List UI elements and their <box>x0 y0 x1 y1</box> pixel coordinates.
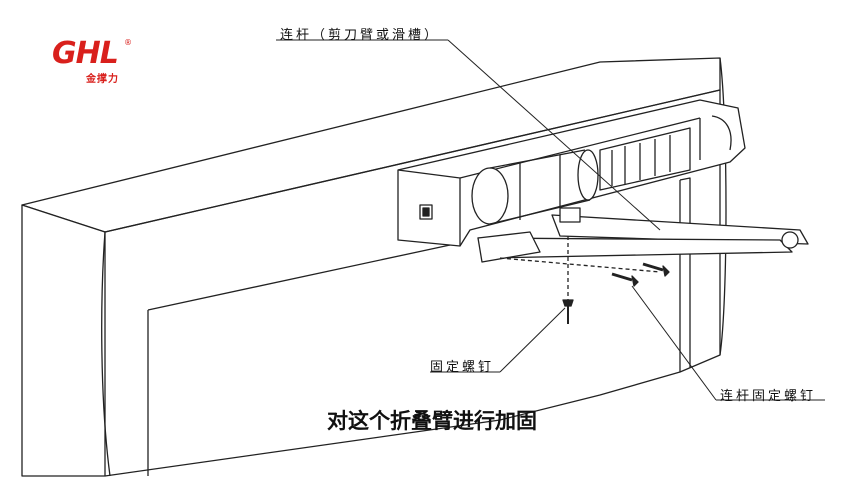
linkage-screw-2 <box>642 262 670 277</box>
mounting-bracket <box>477 231 541 263</box>
leader-linkage <box>447 39 661 231</box>
leader-fixing-screw <box>499 307 566 373</box>
fixing-screw <box>562 299 574 324</box>
label-linkage-fixing-screw: 连杆固定螺钉 <box>720 389 817 404</box>
linkage-arm <box>551 214 809 245</box>
registered-mark: ® <box>124 38 132 47</box>
motor <box>471 167 509 225</box>
label-linkage: 连杆（剪刀臂或滑槽） <box>280 28 441 43</box>
brand-logo: GHL ® 金撑力 <box>52 36 142 88</box>
subtitle-caption: 对这个折叠臂进行加固 <box>327 409 537 433</box>
wall-front-face <box>21 204 106 477</box>
leader-linkage-screw <box>631 285 717 401</box>
logo-mark: GHL <box>52 36 119 71</box>
wall-side-curve <box>101 231 111 477</box>
wall-right-edge <box>719 57 727 356</box>
linkage-screw-1 <box>611 272 639 287</box>
logo-subtext: 金撑力 <box>86 74 119 85</box>
door-opening <box>147 180 681 476</box>
label-fixing-screw: 固定螺钉 <box>430 360 495 375</box>
